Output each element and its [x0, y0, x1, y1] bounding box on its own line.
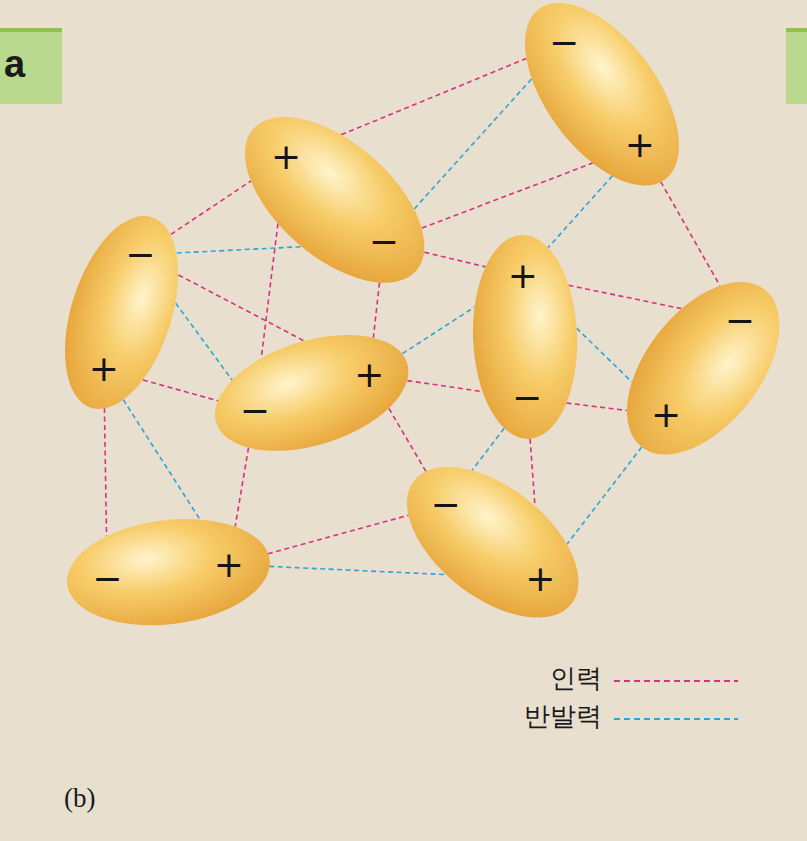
charge-sign: − [725, 303, 755, 339]
molecule-ellipse [216, 86, 454, 314]
attraction-line [530, 439, 535, 506]
dipole-molecule: −+ [67, 519, 270, 625]
charge-sign: + [271, 139, 301, 175]
attraction-line [235, 448, 248, 527]
dipole-molecule: −+ [627, 282, 779, 455]
molecule-ellipse [44, 202, 200, 423]
legend-text: 인력 [550, 664, 602, 694]
legend-text: 반발력 [524, 702, 602, 732]
attraction-line [424, 252, 485, 267]
header-band-edge [0, 28, 62, 32]
attraction-line [407, 381, 482, 392]
charge-sign: + [625, 127, 655, 163]
charge-sign: − [369, 224, 399, 260]
repulsion-line [472, 428, 504, 470]
dipole-molecule: +− [473, 235, 577, 439]
repulsion-line [414, 79, 532, 209]
attraction-line [104, 408, 106, 536]
charge-sign: + [508, 258, 538, 294]
charge-sign: + [525, 561, 555, 597]
repulsion-line [269, 566, 446, 574]
attraction-line [373, 283, 379, 338]
charge-sign: − [431, 487, 461, 523]
dipole-molecule: −+ [65, 216, 178, 409]
molecule-ellipse [469, 233, 580, 441]
attraction-line [341, 58, 526, 134]
charge-sign: − [549, 25, 579, 61]
charge-sign: + [89, 351, 119, 387]
attraction-line [568, 285, 681, 308]
repulsion-line [177, 247, 302, 253]
charge-sign: − [125, 237, 155, 273]
dipole-molecule: −+ [525, 3, 679, 186]
repulsion-line [577, 328, 632, 382]
repulsion-line [402, 307, 474, 354]
molecule-ellipse [495, 0, 710, 212]
header-fragment: a [4, 44, 25, 86]
attraction-line [422, 163, 593, 228]
charge-sign: + [651, 397, 681, 433]
charge-sign: − [240, 393, 270, 429]
attraction-line [661, 182, 720, 286]
molecule-ellipse [60, 508, 275, 636]
header-band-left [0, 28, 62, 104]
attraction-line [171, 181, 251, 235]
repulsion-line [567, 447, 642, 544]
repulsion-line [176, 303, 233, 380]
header-band-right [786, 28, 807, 104]
charge-sign: − [92, 561, 122, 597]
repulsion-line [548, 176, 612, 248]
header-band-edge [786, 28, 807, 32]
molecule-shape [65, 216, 178, 409]
molecule-ellipse [380, 437, 605, 647]
attraction-line [268, 515, 409, 554]
attraction-line [389, 408, 426, 471]
molecule-shape [525, 3, 679, 186]
charge-sign: + [214, 547, 244, 583]
attraction-line [143, 380, 218, 401]
attraction-line [179, 275, 305, 341]
repulsion-line [123, 400, 200, 520]
molecule-ellipse [597, 254, 807, 482]
panel-letter: (b) [64, 784, 95, 814]
legend-sample [614, 680, 738, 682]
dipole-molecule: −+ [215, 335, 408, 451]
molecule-ellipse [201, 313, 423, 472]
charge-sign: − [512, 380, 542, 416]
charge-sign: + [354, 357, 384, 393]
dipole-molecule: +− [245, 117, 424, 283]
legend-sample [614, 718, 738, 720]
dipole-molecule: −+ [407, 467, 579, 618]
attraction-line [566, 403, 626, 410]
molecule-shape [627, 282, 779, 455]
attraction-line [261, 223, 278, 358]
